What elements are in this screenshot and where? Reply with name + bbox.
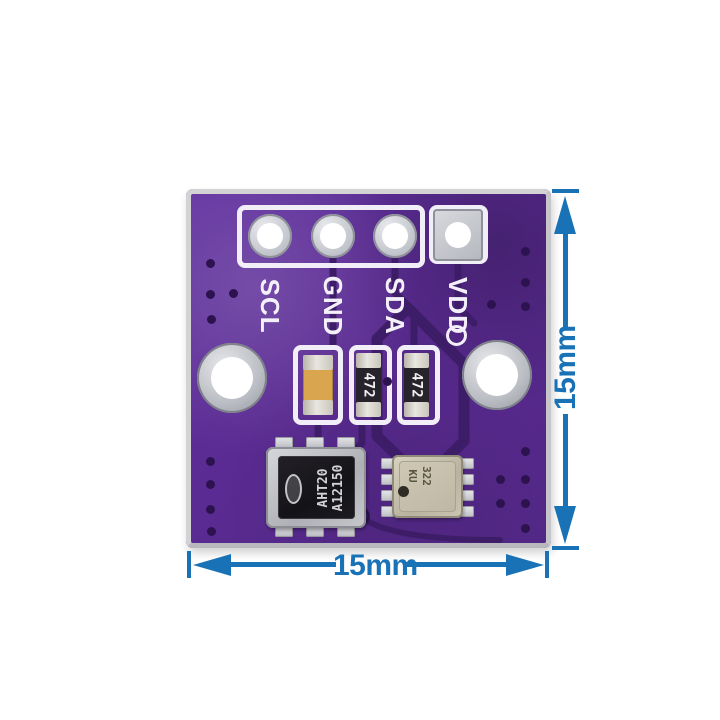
resistor1-marking: 472 bbox=[360, 372, 377, 398]
via bbox=[521, 447, 530, 456]
width-dim-line-left bbox=[230, 562, 336, 567]
capacitor-terminal-bottom bbox=[303, 400, 333, 415]
sda-hole bbox=[382, 223, 408, 249]
mounting-hole-left bbox=[197, 343, 267, 413]
pressure-sensor-pin bbox=[381, 474, 394, 485]
scl-hole bbox=[257, 223, 283, 249]
arrow-down-icon bbox=[554, 506, 576, 544]
via bbox=[206, 505, 215, 514]
arrow-up-icon bbox=[554, 196, 576, 234]
sensor-marking-line1: 322 bbox=[420, 466, 433, 486]
via bbox=[521, 302, 530, 311]
arrow-left-icon bbox=[193, 554, 231, 576]
capacitor-silkscreen bbox=[293, 345, 343, 425]
mounting-hole-left-bore bbox=[211, 357, 253, 399]
aht20-pin bbox=[275, 437, 293, 449]
pressure-sensor-face bbox=[399, 461, 456, 512]
pressure-sensor-pin bbox=[461, 474, 474, 485]
width-dimension-label: 15mm bbox=[333, 549, 418, 582]
resistor1-terminal-top bbox=[356, 353, 381, 368]
pressure-sensor-pin bbox=[461, 490, 474, 501]
aht20-marking-line2: A12150 bbox=[331, 464, 346, 512]
pressure-sensor-port bbox=[398, 486, 409, 497]
resistor2-silkscreen bbox=[397, 345, 440, 425]
via bbox=[521, 499, 530, 508]
width-dim-tick-left bbox=[187, 551, 191, 578]
via bbox=[487, 300, 496, 309]
pin-label-sda: SDA bbox=[380, 277, 410, 335]
width-dim-line-right bbox=[406, 562, 508, 567]
resistor-2: 472 bbox=[404, 353, 429, 417]
via bbox=[206, 480, 215, 489]
pressure-sensor-pin bbox=[381, 458, 394, 469]
aht20-pin bbox=[337, 525, 355, 537]
via bbox=[496, 499, 505, 508]
height-dim-line-bottom bbox=[563, 414, 568, 508]
mounting-hole-right-bore bbox=[476, 354, 518, 396]
aht20-pin bbox=[306, 437, 324, 449]
vdd-pin-silkscreen-box bbox=[429, 205, 488, 264]
aht20-pin bbox=[337, 437, 355, 449]
pin-label-scl: SCL bbox=[255, 278, 285, 334]
via bbox=[206, 457, 215, 466]
via bbox=[206, 259, 215, 268]
aht20-chip bbox=[266, 447, 366, 528]
aht20-marking: AHT20 A12150 bbox=[316, 453, 348, 523]
via bbox=[521, 247, 530, 256]
pin-label-gnd: GND bbox=[318, 275, 348, 337]
capacitor bbox=[303, 355, 333, 415]
capacitor-terminal-top bbox=[303, 355, 333, 370]
height-dim-line-top bbox=[563, 234, 568, 330]
via bbox=[207, 315, 216, 324]
vdd-hole bbox=[445, 222, 471, 248]
aht20-pin bbox=[306, 525, 324, 537]
aht20-pin1-marker bbox=[285, 474, 302, 504]
gnd-hole bbox=[320, 223, 346, 249]
width-dim-tick-right bbox=[545, 551, 549, 578]
via bbox=[496, 475, 505, 484]
via bbox=[521, 278, 530, 287]
pin-header-silkscreen-box bbox=[237, 205, 425, 268]
height-dim-tick-bottom bbox=[552, 546, 579, 550]
pin-label-vdd: VDD bbox=[443, 277, 473, 335]
via bbox=[207, 527, 216, 536]
aht20-marking-line1: AHT20 bbox=[316, 468, 331, 508]
via bbox=[383, 377, 392, 386]
sensor-marking-line2: KU bbox=[406, 469, 419, 483]
pin-hole-sda bbox=[373, 214, 417, 258]
resistor2-marking: 472 bbox=[408, 372, 425, 398]
via bbox=[521, 524, 530, 533]
pin-hole-gnd bbox=[311, 214, 355, 258]
resistor-1: 472 bbox=[356, 353, 381, 417]
pressure-sensor-pin bbox=[381, 506, 394, 517]
aht20-pin bbox=[275, 525, 293, 537]
pressure-sensor-pin bbox=[461, 458, 474, 469]
via bbox=[229, 289, 238, 298]
pin-hole-vdd bbox=[433, 209, 483, 261]
resistor2-terminal-top bbox=[404, 353, 429, 368]
via bbox=[521, 475, 530, 484]
pin-hole-scl bbox=[248, 214, 292, 258]
via bbox=[206, 290, 215, 299]
arrow-right-icon bbox=[506, 554, 544, 576]
pcb-board: SCL GND SDA VDD 472 472 bbox=[186, 189, 551, 548]
pressure-sensor-pin bbox=[461, 506, 474, 517]
silkscreen-circle bbox=[446, 325, 467, 346]
pressure-sensor-pin bbox=[381, 490, 394, 501]
height-dimension-label: 15mm bbox=[549, 325, 582, 410]
mounting-hole-right bbox=[462, 340, 532, 410]
resistor2-terminal-bottom bbox=[404, 402, 429, 417]
resistor1-terminal-bottom bbox=[356, 402, 381, 417]
height-dim-tick-top bbox=[552, 189, 579, 193]
